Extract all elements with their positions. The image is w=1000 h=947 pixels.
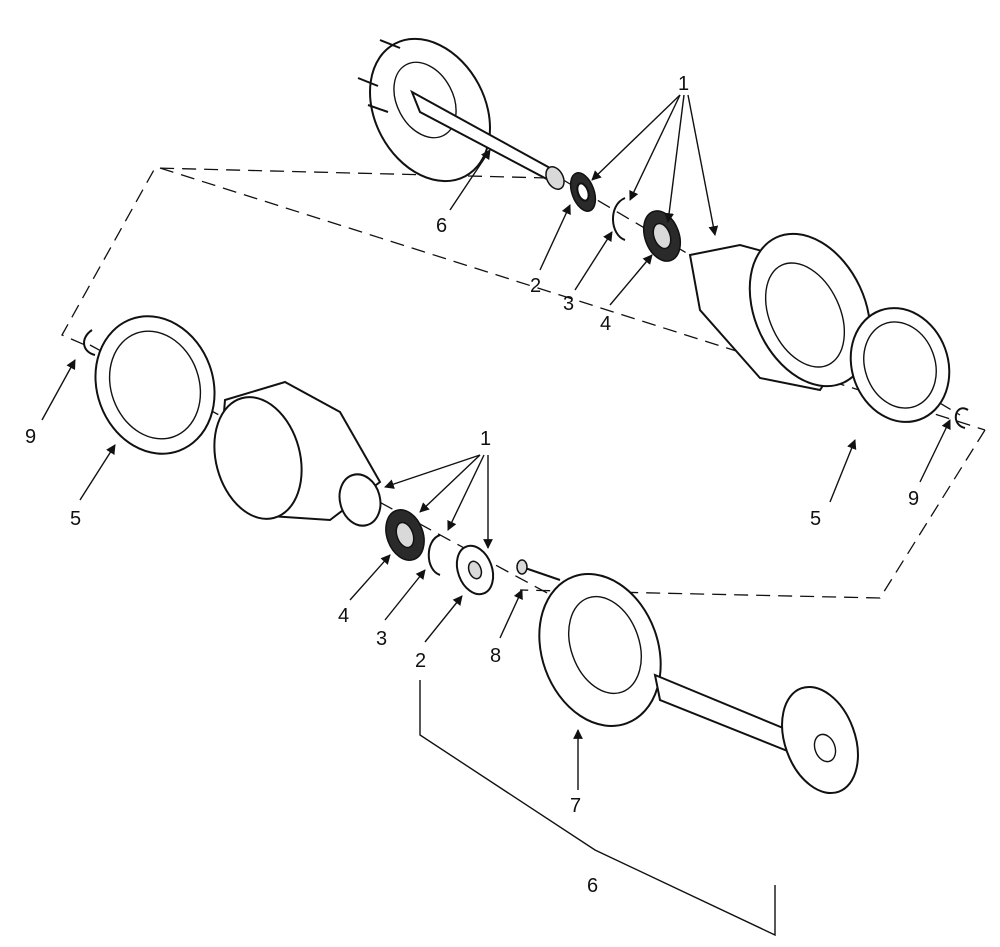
bolt xyxy=(516,559,561,581)
callout-bottom-6: 6 xyxy=(587,875,598,897)
callout-left-5: 5 xyxy=(70,508,81,530)
callout-top-2: 2 xyxy=(530,275,541,297)
bottom-bracket xyxy=(419,680,776,937)
callout-mid-3: 3 xyxy=(376,628,387,650)
callout-mid-1: 1 xyxy=(480,428,491,450)
right-clip xyxy=(954,407,969,429)
middle-bearing-parts xyxy=(385,509,495,596)
callout-top-6: 6 xyxy=(436,215,447,237)
callout-mid-8: 8 xyxy=(490,645,501,667)
callout-top-1: 1 xyxy=(678,73,689,95)
bottom-axle-shaft-assembly xyxy=(538,573,859,795)
callout-mid-7: 7 xyxy=(570,795,581,817)
callout-right-5: 5 xyxy=(810,508,821,530)
callout-right-9: 9 xyxy=(908,488,919,510)
leader-arrows xyxy=(41,94,951,790)
callout-top-3: 3 xyxy=(563,293,574,315)
callout-mid-2: 2 xyxy=(415,650,426,672)
left-clip xyxy=(83,329,96,356)
callout-mid-4: 4 xyxy=(338,605,349,627)
callout-top-4: 4 xyxy=(600,313,611,335)
callout-labels: 1 6 2 3 4 5 9 9 5 1 4 3 2 8 7 6 xyxy=(25,73,919,897)
left-gasket xyxy=(94,315,216,455)
right-gasket xyxy=(849,307,951,423)
top-axle-shaft-assembly xyxy=(357,37,565,190)
top-right-housing xyxy=(688,232,872,392)
callout-left-9: 9 xyxy=(25,426,36,448)
middle-housing xyxy=(213,380,382,527)
top-bearing-parts xyxy=(569,172,682,262)
